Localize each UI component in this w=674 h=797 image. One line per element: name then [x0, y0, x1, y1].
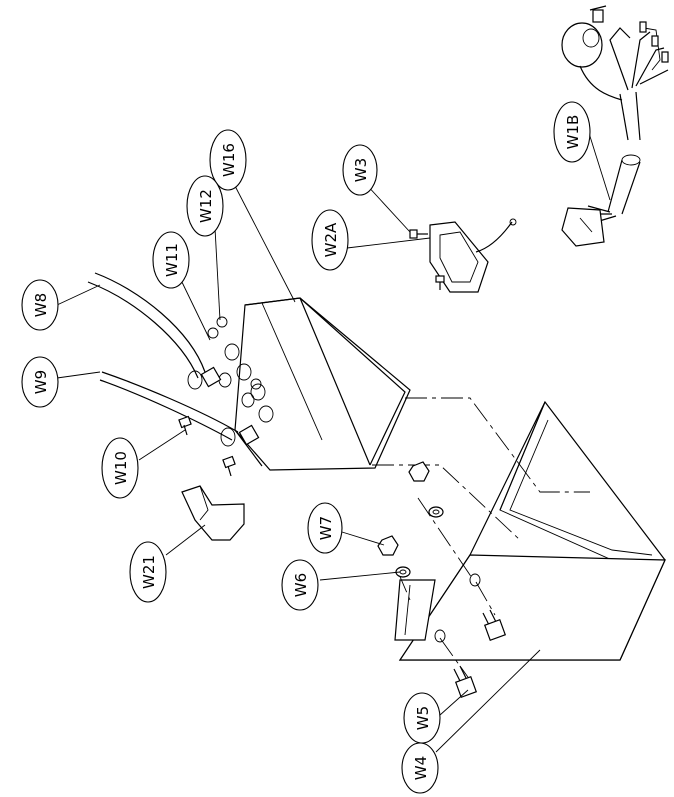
callout-w7: W7	[307, 502, 343, 554]
callout-w10: W10	[101, 437, 139, 499]
callout-w16-label: W16	[220, 143, 238, 177]
callout-w1b: W1B	[553, 101, 591, 163]
callout-w1b-label: W1B	[564, 115, 582, 150]
callout-w8-label: W8	[32, 293, 50, 317]
wiring-harness	[561, 5, 669, 247]
callout-w2a-label: W2A	[322, 222, 340, 257]
callout-w3: W3	[342, 144, 378, 196]
callout-w9-label: W9	[32, 370, 50, 394]
callout-w7-label: W7	[317, 516, 335, 540]
battery-tray	[394, 400, 666, 661]
callout-w16: W16	[209, 129, 247, 191]
callout-w21-label: W21	[140, 555, 158, 589]
callout-w4-label: W4	[412, 756, 430, 780]
battery-meter	[409, 218, 517, 293]
callout-w6: W6	[281, 559, 319, 611]
callout-w9: W9	[21, 356, 59, 408]
leader-lines	[56, 129, 611, 753]
callout-w11-label: W11	[163, 243, 181, 277]
callout-w5-label: W5	[414, 706, 432, 730]
callout-w2a: W2A	[311, 209, 349, 271]
callout-w12: W12	[186, 175, 224, 237]
callout-w10-label: W10	[112, 451, 130, 485]
callout-w6-label: W6	[292, 573, 310, 597]
callout-w5: W5	[403, 692, 441, 744]
callout-w3-label: W3	[352, 158, 370, 182]
callout-w12-label: W12	[197, 189, 215, 223]
tray-hardware	[377, 461, 507, 699]
battery-cables	[87, 272, 239, 477]
callout-w4: W4	[401, 742, 439, 794]
terminal-cover	[181, 485, 245, 541]
callout-w8: W8	[21, 279, 59, 331]
callout-w21: W21	[129, 541, 167, 603]
callout-w11: W11	[152, 231, 190, 289]
